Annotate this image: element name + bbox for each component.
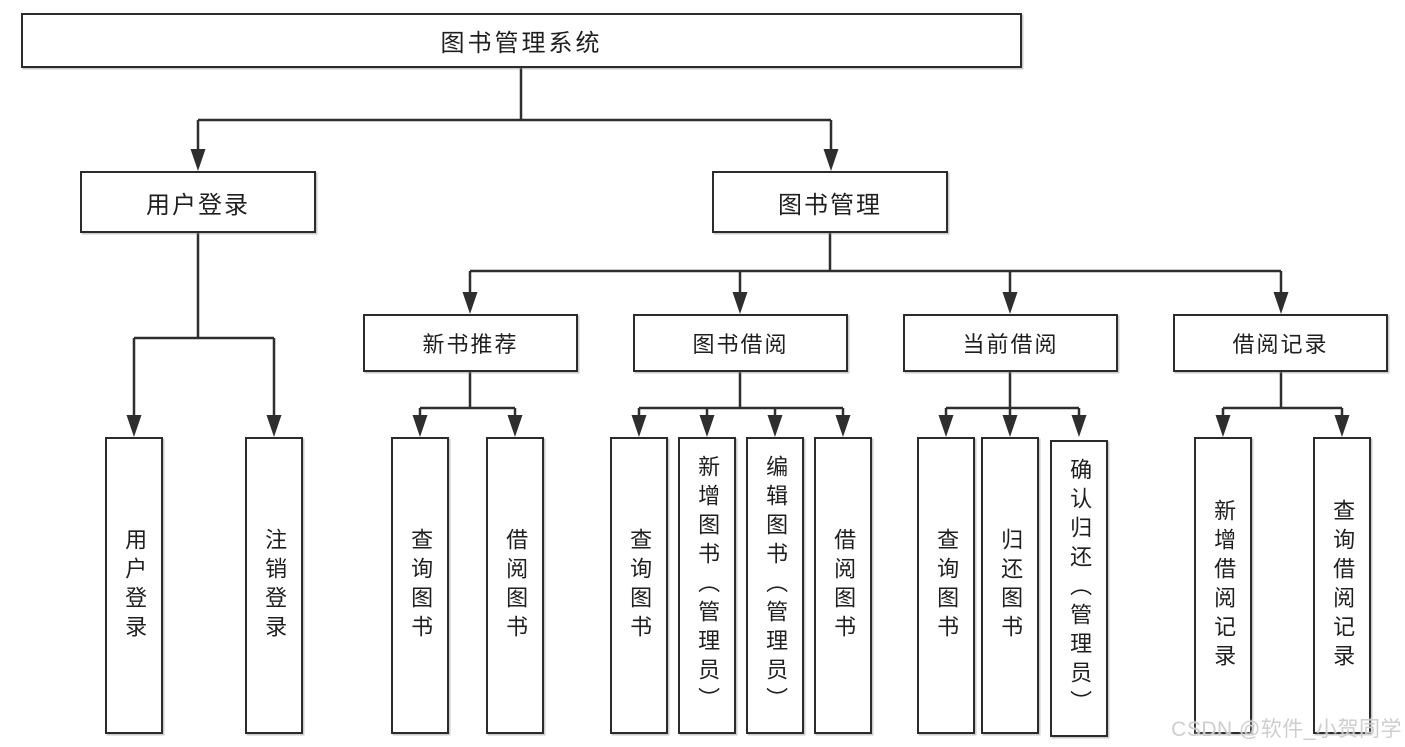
node-book-management-system: 图书管理系统 — [21, 13, 1022, 68]
leaf-user-login: 用户登录 — [105, 437, 163, 734]
arrowheads — [126, 149, 1350, 437]
leaf-edit-book-admin: 编辑图书（管理员） — [746, 437, 804, 734]
node-label: 查询借阅记录 — [1330, 498, 1356, 673]
leaf-return-books: 归还图书 — [981, 437, 1039, 734]
node-new-book-recommend: 新书推荐 — [363, 314, 578, 372]
node-label: 确认归还（管理员） — [1067, 458, 1093, 719]
leaf-borrow-books: 借阅图书 — [814, 437, 872, 734]
node-label: 借阅图书 — [503, 527, 529, 644]
leaf-query-books-current: 查询图书 — [917, 437, 975, 734]
node-label: 归还图书 — [998, 527, 1024, 644]
node-label: 注销登录 — [262, 527, 288, 644]
leaf-query-books-recommend: 查询图书 — [391, 437, 449, 734]
node-label: 查询图书 — [408, 527, 434, 644]
node-label: 图书管理 — [778, 191, 882, 219]
node-label: 用户登录 — [122, 527, 148, 644]
node-label: 图书管理系统 — [440, 30, 603, 57]
node-label: 借阅图书 — [831, 527, 857, 644]
node-current-borrowing: 当前借阅 — [903, 314, 1118, 372]
leaf-query-borrow-record: 查询借阅记录 — [1313, 437, 1371, 734]
node-label: 查询图书 — [934, 527, 960, 644]
node-book-management: 图书管理 — [712, 171, 948, 233]
leaf-logout: 注销登录 — [245, 437, 303, 734]
node-label: 用户登录 — [146, 191, 250, 219]
node-user-login: 用户登录 — [80, 171, 316, 233]
node-label: 借阅记录 — [1232, 332, 1329, 357]
node-label: 新增借阅记录 — [1211, 498, 1237, 673]
leaf-add-borrow-record: 新增借阅记录 — [1194, 437, 1252, 734]
node-label: 图书借阅 — [692, 332, 789, 357]
node-label: 新增图书（管理员） — [695, 455, 721, 716]
leaf-confirm-return-admin: 确认归还（管理员） — [1050, 440, 1108, 737]
leaf-query-books-borrowing: 查询图书 — [610, 437, 668, 734]
node-label: 查询图书 — [627, 527, 653, 644]
node-label: 新书推荐 — [422, 332, 519, 357]
node-label: 编辑图书（管理员） — [763, 455, 789, 716]
leaf-borrow-books-recommend: 借阅图书 — [486, 437, 544, 734]
leaf-add-book-admin: 新增图书（管理员） — [678, 437, 736, 734]
node-borrow-records: 借阅记录 — [1173, 314, 1388, 372]
node-label: 当前借阅 — [962, 332, 1059, 357]
node-book-borrowing: 图书借阅 — [633, 314, 848, 372]
